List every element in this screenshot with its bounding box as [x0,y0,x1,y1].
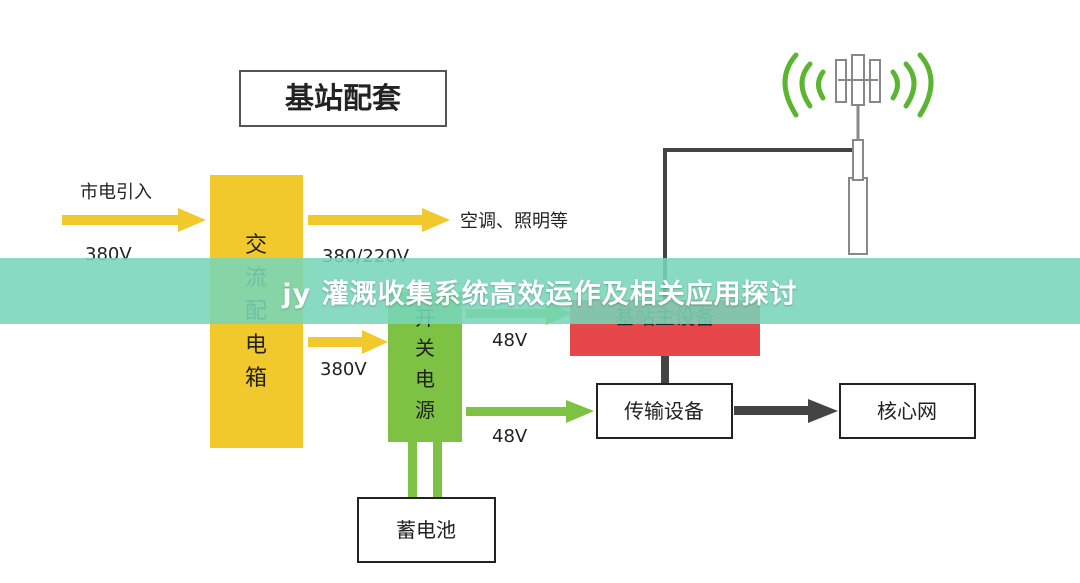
antenna-tower-icon [835,54,881,255]
title-box: 基站配套 [239,70,447,127]
ac-box-char: 箱 [245,366,267,391]
transmission-power-arrow [466,400,594,423]
core-network-label: 核心网 [877,399,937,423]
ac-output-label: 空调、照明等 [460,211,568,232]
mains-input-label: 市电引入 [80,182,152,203]
mains-arrow [62,208,206,232]
ac-box-char: 交 [245,233,267,258]
core-network-arrow [734,399,838,423]
title-banner: jy 灌溉收集系统高效运作及相关应用探讨 [0,258,1080,324]
ac-box-char: 电 [245,333,267,358]
transmission-voltage: 48V [492,426,528,447]
battery-label: 蓄电池 [396,518,456,542]
signal-waves-icon [782,52,934,118]
battery-connection [408,442,442,498]
banner-title: jy 灌溉收集系统高效运作及相关应用探讨 [282,278,798,310]
bts-voltage: 48V [492,330,528,351]
ac-output-arrow [308,208,450,232]
transmission-label: 传输设备 [624,399,704,423]
transmission-box: 传输设备 [596,383,733,439]
diagram-title: 基站配套 [285,81,401,115]
psu-input-arrow [308,330,388,354]
psu-char: 源 [415,398,435,422]
core-network-box: 核心网 [839,383,976,439]
psu-input-voltage: 380V [320,359,367,380]
antenna-feed-line [663,148,858,300]
psu-char: 电 [415,367,435,391]
battery-box: 蓄电池 [357,497,496,563]
psu-char: 关 [415,336,435,360]
bts-transmission-link [661,356,669,384]
